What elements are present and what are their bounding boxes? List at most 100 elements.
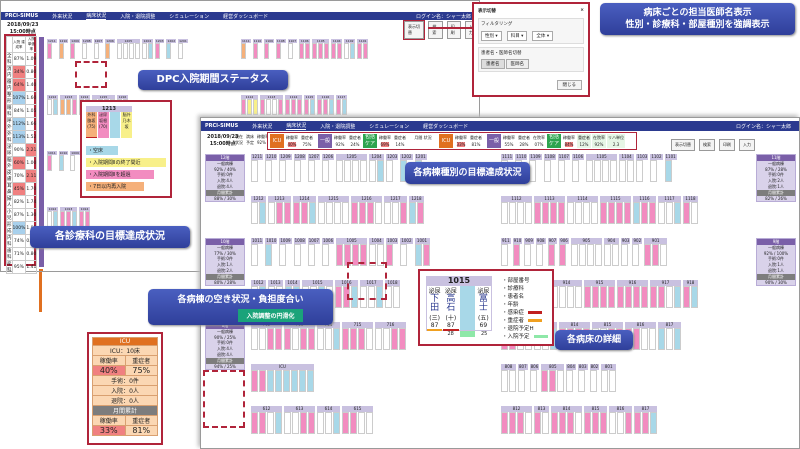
bed[interactable]: [284, 412, 291, 434]
bed[interactable]: [509, 412, 516, 434]
admission-coordination-button[interactable]: 入院調整の円滑化: [238, 309, 303, 322]
bed[interactable]: [601, 370, 609, 392]
bed[interactable]: [318, 43, 324, 59]
bed[interactable]: [293, 160, 301, 182]
bed[interactable]: [608, 202, 615, 224]
bed[interactable]: [309, 202, 316, 224]
bed[interactable]: [344, 43, 350, 59]
bed[interactable]: [317, 99, 322, 115]
bed[interactable]: [377, 244, 385, 266]
bed[interactable]: [375, 202, 382, 224]
bed[interactable]: [307, 370, 314, 392]
bed[interactable]: [53, 211, 58, 227]
bed[interactable]: [683, 286, 690, 308]
bed[interactable]: [352, 244, 360, 266]
bed[interactable]: [352, 160, 360, 182]
bed[interactable]: [93, 43, 99, 59]
bed[interactable]: [358, 328, 365, 350]
bed[interactable]: [600, 202, 607, 224]
bed[interactable]: [279, 244, 287, 266]
bed[interactable]: [251, 412, 258, 434]
bed[interactable]: [658, 328, 665, 350]
bed[interactable]: [602, 160, 610, 182]
bed[interactable]: [399, 328, 406, 350]
bed[interactable]: [312, 43, 318, 59]
bed[interactable]: [317, 412, 324, 434]
bed[interactable]: [567, 412, 574, 434]
bed[interactable]: [691, 202, 698, 224]
bed[interactable]: [259, 202, 266, 224]
bed[interactable]: [512, 244, 520, 266]
bed[interactable]: [641, 328, 648, 350]
bed[interactable]: [627, 160, 635, 182]
bed[interactable]: [624, 202, 631, 224]
bed[interactable]: [393, 286, 400, 308]
bed[interactable]: [279, 160, 287, 182]
bed[interactable]: [501, 412, 508, 434]
bed[interactable]: [351, 286, 358, 308]
bed[interactable]: [285, 99, 290, 115]
bed[interactable]: [85, 211, 90, 227]
bed[interactable]: [417, 202, 424, 224]
nav-beds[interactable]: 病床状況: [86, 13, 107, 20]
bed[interactable]: [558, 202, 565, 224]
bed[interactable]: [392, 202, 399, 224]
search-button[interactable]: 検索: [699, 139, 715, 151]
bed[interactable]: [386, 160, 394, 182]
bed[interactable]: [141, 43, 147, 59]
bed[interactable]: [609, 370, 617, 392]
bed[interactable]: [342, 412, 349, 434]
bed[interactable]: [620, 244, 628, 266]
bed[interactable]: [542, 412, 549, 434]
bed[interactable]: [81, 43, 87, 59]
nav-simulation[interactable]: シミュレーション: [369, 123, 410, 130]
bed[interactable]: [586, 244, 594, 266]
bed[interactable]: [619, 160, 627, 182]
bed[interactable]: [272, 99, 277, 115]
bed[interactable]: [583, 202, 590, 224]
bed[interactable]: [658, 286, 665, 308]
bed[interactable]: [594, 160, 602, 182]
bed[interactable]: [350, 328, 357, 350]
bed[interactable]: [525, 412, 532, 434]
bed[interactable]: [342, 202, 349, 224]
nav-dashboard[interactable]: 経営ダッシュボード: [223, 13, 269, 20]
bed[interactable]: [317, 328, 324, 350]
bed[interactable]: [284, 202, 291, 224]
bed[interactable]: [649, 328, 656, 350]
bed[interactable]: [409, 202, 416, 224]
bed[interactable]: [336, 244, 344, 266]
bed[interactable]: [47, 155, 52, 171]
bed[interactable]: [259, 328, 266, 350]
bed[interactable]: [557, 160, 565, 182]
dept-select[interactable]: 科目 ▾: [506, 31, 528, 41]
bed[interactable]: [633, 286, 640, 308]
print-button[interactable]: 印刷: [719, 139, 735, 151]
bed[interactable]: [351, 202, 358, 224]
bed[interactable]: [616, 202, 623, 224]
bed[interactable]: [634, 412, 641, 434]
bed[interactable]: [342, 328, 349, 350]
bed[interactable]: [58, 43, 64, 59]
bed[interactable]: [358, 412, 365, 434]
bed[interactable]: [299, 370, 306, 392]
bed[interactable]: [367, 202, 374, 224]
nav-outpatient[interactable]: 外来状況: [52, 13, 73, 20]
bed[interactable]: [264, 43, 270, 59]
bed[interactable]: [600, 412, 607, 434]
bed[interactable]: [326, 202, 333, 224]
bed[interactable]: [543, 160, 551, 182]
bed[interactable]: [636, 160, 644, 182]
bed[interactable]: [633, 328, 640, 350]
bed[interactable]: [534, 412, 541, 434]
bed[interactable]: [377, 160, 385, 182]
bed[interactable]: [375, 328, 382, 350]
nav-beds[interactable]: 病床状況: [286, 123, 307, 130]
bed[interactable]: [344, 160, 352, 182]
bed[interactable]: [253, 99, 258, 115]
bed[interactable]: [524, 244, 532, 266]
bed[interactable]: [333, 328, 340, 350]
bed[interactable]: [47, 43, 52, 59]
bed[interactable]: [266, 99, 271, 115]
